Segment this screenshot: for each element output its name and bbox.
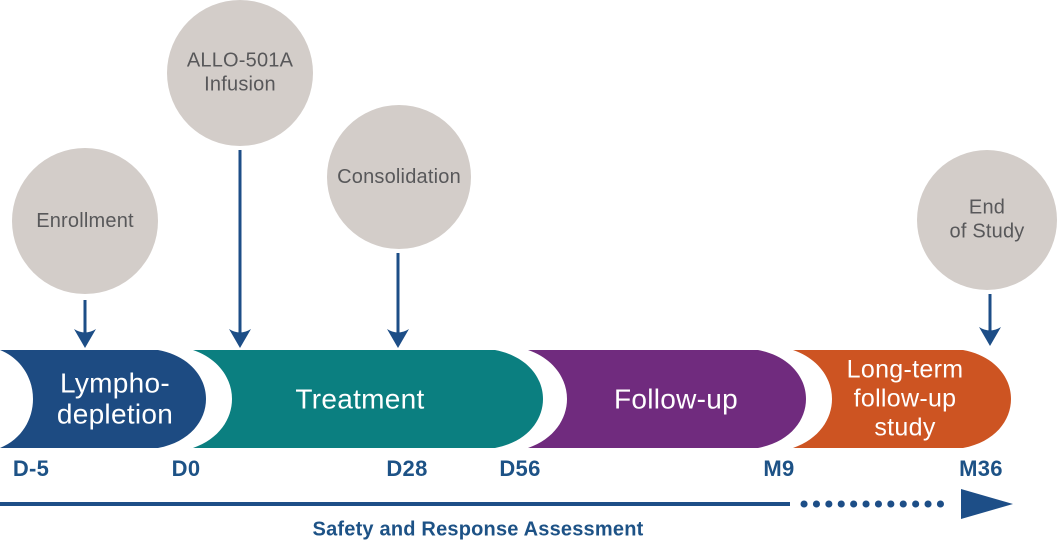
end-of-study-arrowhead-icon (979, 327, 1001, 346)
enrollment-arrowhead-icon (74, 329, 96, 348)
consolidation-arrowhead-icon (387, 329, 409, 348)
timeline-marker-d0: D0 (171, 456, 201, 481)
timeline-marker-m9: M9 (763, 456, 795, 481)
milestone-label-end-of-study: End of Study (949, 196, 1025, 243)
timeline-marker-d56: D56 (499, 456, 541, 481)
phase-banner-lymphodepletion (0, 350, 206, 448)
timeline-marker-d28: D28 (386, 456, 428, 481)
milestone-label-enrollment: Enrollment (36, 209, 134, 232)
milestone-circle-end-of-study (917, 150, 1057, 290)
assessment-caption: Safety and Response Assessment (312, 518, 644, 541)
milestone-label-infusion: ALLO-501A Infusion (186, 49, 294, 96)
milestone-circle-enrollment (12, 148, 158, 294)
milestone-circle-infusion (167, 0, 313, 146)
phase-label-longterm-followup: Long-term follow-up study (846, 355, 964, 442)
phase-banner-treatment (193, 350, 543, 448)
phase-label-followup: Follow-up (613, 383, 739, 415)
timeline-marker-m36: M36 (959, 456, 1003, 481)
assessment-arrowhead-icon (961, 489, 1013, 519)
timeline-marker-d-5: D-5 (12, 456, 50, 481)
milestone-label-consolidation: Consolidation (337, 165, 461, 188)
phase-banner-followup (528, 350, 806, 448)
phase-banner-longterm-followup (793, 350, 1011, 448)
phase-label-lymphodepletion: Lympho- depletion (56, 367, 174, 430)
infusion-arrowhead-icon (229, 329, 251, 348)
phase-label-treatment: Treatment (295, 383, 425, 415)
milestone-circle-consolidation (327, 105, 471, 249)
